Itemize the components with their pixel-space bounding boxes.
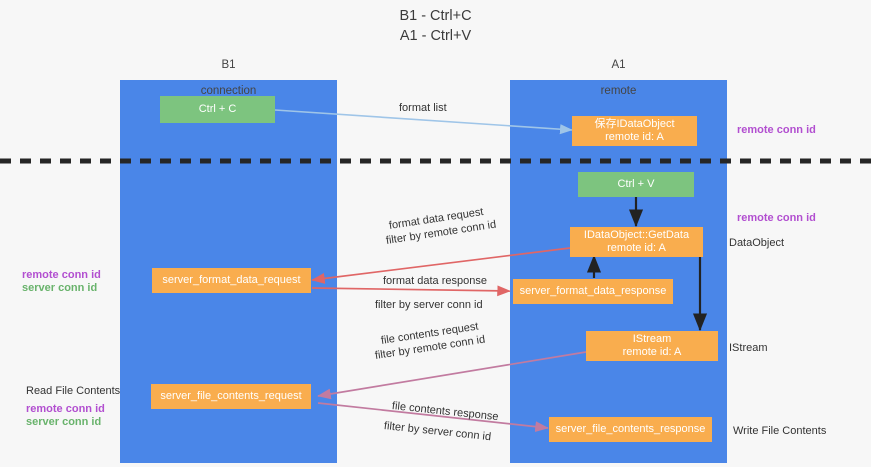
annotation-left-remote-conn-id-2: remote conn id bbox=[26, 403, 105, 415]
node-idataobject-getdata-line1: IDataObject::GetData bbox=[583, 229, 690, 241]
node-server-file-contents-request-line1: server_file_contents_request bbox=[160, 390, 302, 402]
lane-b1-subtitle: connection bbox=[200, 85, 257, 97]
node-save-idataobject-line2: remote id: A bbox=[605, 131, 664, 143]
node-istream-line1: IStream bbox=[632, 333, 672, 345]
node-idataobject-getdata-line2: remote id: A bbox=[607, 242, 666, 254]
annotation-right-write-file-contents: Write File Contents bbox=[733, 425, 827, 437]
filter-file-contents-request-prefix: filter by bbox=[374, 344, 414, 362]
edge-label-file-contents-response: file contents response bbox=[391, 400, 500, 424]
annotation-left-server-conn-id-1: server conn id bbox=[22, 282, 98, 294]
node-istream-line2: remote id: A bbox=[622, 346, 682, 358]
filter-format-data-response-key: server conn id bbox=[413, 299, 483, 311]
node-ctrl-c[interactable]: Ctrl + C bbox=[160, 96, 275, 123]
lane-header-a1: A1 remote bbox=[510, 46, 727, 111]
filter-file-contents-response: filter by server conn id bbox=[383, 419, 491, 444]
arrow-format-data-response bbox=[311, 285, 511, 297]
annotation-left-server-conn-id-2: server conn id bbox=[26, 416, 102, 428]
lane-a1-subtitle: remote bbox=[600, 85, 637, 97]
annotation-right-istream: IStream bbox=[729, 342, 768, 354]
filter-file-contents-response-key: server conn id bbox=[421, 424, 492, 444]
filter-format-data-response-prefix: filter by bbox=[375, 299, 414, 311]
edge-label-format-list: format list bbox=[399, 102, 447, 114]
node-ctrl-v-line1: Ctrl + V bbox=[617, 178, 655, 190]
annotation-left-remote-conn-id-1: remote conn id bbox=[22, 269, 101, 281]
annotation-right-mid-remote-conn-id: remote conn id bbox=[737, 212, 816, 224]
node-save-idataobject[interactable]: 保存IDataObject remote id: A bbox=[572, 116, 697, 146]
annotation-right-dataobject: DataObject bbox=[729, 237, 785, 249]
lane-header-b1: B1 connection bbox=[120, 46, 337, 111]
lane-a1-title: A1 bbox=[611, 59, 626, 71]
annotation-left-read-file-contents: Read File Contents bbox=[26, 385, 121, 397]
node-save-idataobject-line1: 保存IDataObject bbox=[594, 118, 675, 130]
node-ctrl-v[interactable]: Ctrl + V bbox=[578, 172, 694, 197]
node-istream[interactable]: IStream remote id: A bbox=[586, 331, 718, 361]
filter-file-contents-response-prefix: filter by bbox=[383, 420, 423, 436]
edge-label-format-data-response: format data response bbox=[383, 275, 487, 287]
node-idataobject-getdata[interactable]: IDataObject::GetData remote id: A bbox=[570, 227, 703, 257]
node-server-format-data-response-line1: server_format_data_response bbox=[519, 285, 667, 297]
node-server-file-contents-request[interactable]: server_file_contents_request bbox=[151, 384, 311, 409]
lane-b1-title: B1 bbox=[221, 59, 236, 71]
node-ctrl-c-line1: Ctrl + C bbox=[198, 103, 237, 115]
filter-format-data-response: filter by server conn id bbox=[375, 298, 483, 312]
node-server-format-data-response[interactable]: server_format_data_response bbox=[513, 279, 673, 304]
node-server-format-data-request[interactable]: server_format_data_request bbox=[152, 268, 311, 293]
node-server-file-contents-response-line1: server_file_contents_response bbox=[555, 423, 706, 435]
page-title: B1 - Ctrl+C A1 - Ctrl+V bbox=[399, 8, 472, 44]
node-server-format-data-request-line1: server_format_data_request bbox=[162, 274, 301, 286]
annotation-right-top-remote-conn-id: remote conn id bbox=[737, 124, 816, 136]
node-server-file-contents-response[interactable]: server_file_contents_response bbox=[549, 417, 712, 442]
